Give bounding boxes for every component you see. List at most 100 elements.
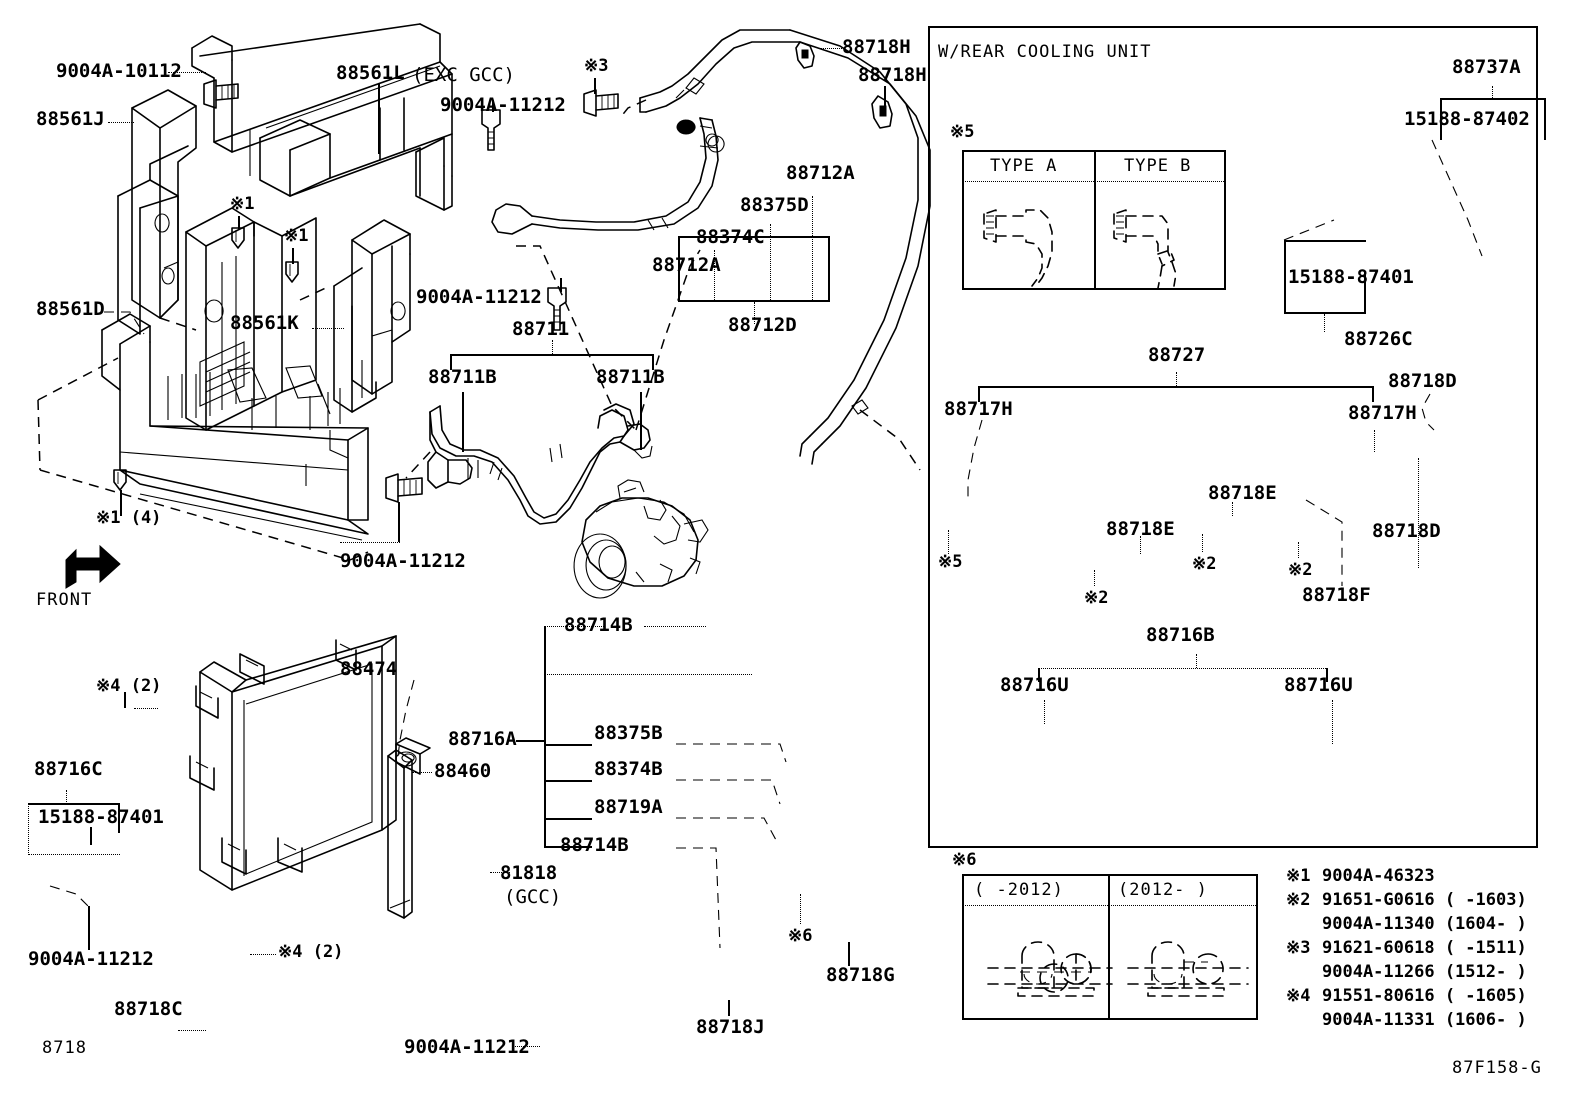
leader-88561K — [312, 328, 344, 329]
leader-note4-top — [124, 692, 126, 708]
label-88727: 88727 — [1148, 344, 1206, 366]
label-88718H-2: 88718H — [858, 64, 927, 86]
label-88712D: 88712D — [728, 314, 797, 336]
type-table-col-a: TYPE A — [990, 156, 1058, 176]
label-note2-a: ※2 — [1084, 588, 1109, 608]
bracket-88737A-top — [1440, 98, 1546, 100]
pipe-88712-assembly — [491, 29, 931, 465]
label-88716U-left: 88716U — [1000, 674, 1069, 696]
note-text-3-1: 9004A-11266 (1512- ) — [1322, 962, 1527, 982]
leader-88712A-top — [812, 196, 813, 300]
bracket-88716A-left — [544, 626, 546, 846]
label-88726C: 88726C — [1344, 328, 1413, 350]
leader-88718D-top — [1421, 393, 1435, 431]
label-9004A-11212-b: 9004A-11212 — [416, 286, 542, 308]
diagram-id-bottom-left: 8718 — [42, 1038, 87, 1058]
label-88711B-right: 88711B — [596, 366, 665, 388]
label-note4-top: ※4 (2) — [96, 676, 162, 696]
label-88717H-left: 88717H — [944, 398, 1013, 420]
rear-cooling-unit-panel — [928, 26, 1538, 848]
label-9004A-11212-d: 9004A-11212 — [28, 948, 154, 970]
leader-88717H-right — [1374, 430, 1375, 452]
leader-note3 — [594, 78, 596, 94]
label-88718D-top: 88718D — [1388, 370, 1457, 392]
note-text-4-0: 91551-80616 ( -1605) — [1322, 986, 1527, 1006]
note-marker-3: ※3 — [1286, 938, 1311, 958]
label-front-arrow: FRONT — [36, 590, 93, 610]
leader-9004A-10112 — [168, 72, 206, 73]
note6-table-figures — [987, 941, 1249, 997]
bracket-88716B-top — [1038, 668, 1328, 669]
leader-88711 — [552, 340, 553, 356]
label-88716U-right: 88716U — [1284, 674, 1353, 696]
construction-dash-88561D — [37, 357, 369, 561]
bracket-88711-right — [652, 354, 654, 370]
leader-88716C — [66, 790, 67, 804]
bracket-88726C-right — [1364, 272, 1366, 314]
label-88711B-left: 88711B — [428, 366, 497, 388]
label-88561L-suffix: (EXC GCC) — [412, 64, 515, 86]
label-81818: 81818 — [500, 862, 558, 884]
leader-88719A-line — [544, 818, 592, 820]
label-note2-c: ※2 — [1288, 560, 1313, 580]
label-note3: ※3 — [584, 56, 609, 76]
note-marker-4: ※4 — [1286, 986, 1311, 1006]
leader-88374B-line — [544, 780, 592, 782]
leader-88711B-left — [462, 392, 464, 452]
label-81818-suffix: (GCC) — [504, 886, 562, 908]
label-88561K: 88561K — [230, 312, 299, 334]
leader-88718G — [848, 942, 850, 966]
leader-88718J — [728, 1000, 730, 1016]
leader-88561D-angle — [104, 311, 145, 335]
leader-88460 — [412, 772, 432, 773]
leader-88712D — [754, 302, 755, 324]
leader-9004A-11212-d-angle — [49, 885, 89, 907]
label-88711: 88711 — [512, 318, 570, 340]
bolt-9004A-11212-b — [547, 287, 567, 331]
note-text-3-0: 91621-60618 ( -1511) — [1322, 938, 1527, 958]
leader-note1-4 — [120, 490, 122, 516]
bracket-88737A-left — [1440, 98, 1442, 140]
leader-88718H-2 — [884, 86, 886, 108]
label-88717H-right: 88717H — [1348, 402, 1417, 424]
label-88374C: 88374C — [696, 226, 765, 248]
label-88718J: 88718J — [696, 1016, 765, 1038]
label-88718D-bot: 88718D — [1372, 520, 1441, 542]
label-88719A: 88719A — [594, 796, 663, 818]
leader-88714B-bot-line — [544, 846, 592, 848]
label-88375D: 88375D — [740, 194, 809, 216]
type-table-column-divider — [1094, 150, 1096, 290]
label-9004A-11212-e: 9004A-11212 — [404, 1036, 530, 1058]
label-88718H-1: 88718H — [842, 36, 911, 58]
leader-88711B-right — [640, 392, 642, 450]
leader-note6-mark — [800, 894, 801, 924]
note-marker-1: ※1 — [1286, 866, 1311, 886]
leader-81818 — [490, 872, 510, 873]
label-15188-87402: 15188-87402 — [1404, 108, 1530, 130]
label-9004A-10112: 9004A-10112 — [56, 60, 182, 82]
type-table-figures — [983, 209, 1177, 289]
leader-88716B — [1196, 654, 1197, 668]
bracket-88712D-right — [828, 236, 830, 302]
leader-88716U-left — [1044, 700, 1045, 724]
bracket-88711-left — [450, 354, 452, 370]
label-88716C: 88716C — [34, 758, 103, 780]
leader-88717H-left — [967, 419, 983, 500]
leader-15188-87401-right — [1283, 219, 1335, 241]
label-note6-mark: ※6 — [788, 926, 813, 946]
bracket-88726C-top — [1284, 240, 1366, 242]
label-note1-4: ※1 (4) — [96, 508, 162, 528]
bolt-note1-b — [285, 261, 299, 283]
leader-note5-panel — [948, 530, 949, 554]
leader-88474 — [397, 679, 415, 757]
label-note1-a: ※1 — [230, 194, 255, 214]
note6-col-post2012: (2012- ) — [1118, 880, 1208, 900]
bracket-88712D-top — [678, 236, 830, 238]
label-9004A-11212-c: 9004A-11212 — [340, 550, 466, 572]
note-text-2-1: 9004A-11340 (1604- ) — [1322, 914, 1527, 934]
bracket-88716A-mid — [544, 674, 752, 675]
bracket-88716B-left — [1038, 668, 1040, 682]
note-marker-2: ※2 — [1286, 890, 1311, 910]
label-88460: 88460 — [434, 760, 492, 782]
bolt-note1-a — [231, 227, 245, 249]
